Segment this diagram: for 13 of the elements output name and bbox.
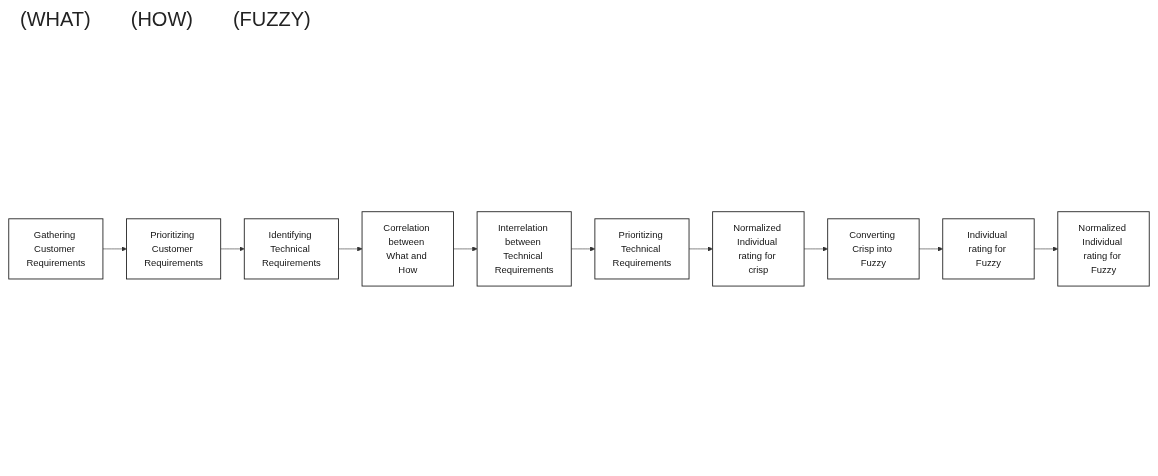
process-box: Identifying Technical Requirements <box>243 218 339 280</box>
process-box: Normalized Individual rating for Fuzzy <box>1057 211 1150 287</box>
process-box: Interrelation between Technical Requirements <box>476 211 572 287</box>
process-box: Converting Crisp into Fuzzy <box>827 218 920 280</box>
process-box: Correlation between What and How <box>361 211 454 287</box>
process-box: Individual rating for Fuzzy <box>942 218 1035 280</box>
process-box: Prioritizing Customer Requirements <box>126 218 222 280</box>
section-heading: (WHAT) <box>20 8 91 31</box>
process-box: Gathering Customer Requirements <box>8 218 104 280</box>
section-heading: (HOW) <box>130 8 193 31</box>
section-heading: (FUZZY) <box>232 8 311 31</box>
process-box: Normalized Individual rating for crisp <box>712 211 805 287</box>
process-box: Prioritizing Technical Requirements <box>594 218 690 280</box>
